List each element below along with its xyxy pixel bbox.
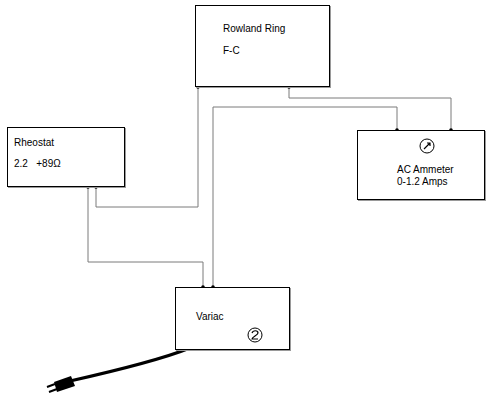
component-box: Rheostat 2.2 +89Ω xyxy=(7,127,125,187)
component-box: Rowland RingF-C xyxy=(195,5,330,87)
component-rating: 2.2 +89Ω xyxy=(14,158,61,170)
component-name: AC Ammeter xyxy=(397,164,454,176)
ammeter-symbol xyxy=(418,137,436,155)
component-rating: F-C xyxy=(223,45,240,57)
component-name: Variac xyxy=(196,311,224,323)
plug-prongs xyxy=(47,384,57,392)
component-rating: 0-1.2 Amps xyxy=(397,176,448,188)
wire xyxy=(289,87,451,130)
component-name: Rheostat xyxy=(14,137,54,149)
wire xyxy=(88,187,203,287)
component-box: AC Ammeter0-1.2 Amps xyxy=(357,130,485,200)
component-box: Variac xyxy=(175,287,290,350)
component-name: Rowland Ring xyxy=(223,23,285,35)
variac-knob-symbol xyxy=(246,326,264,344)
power-cord xyxy=(70,348,190,381)
